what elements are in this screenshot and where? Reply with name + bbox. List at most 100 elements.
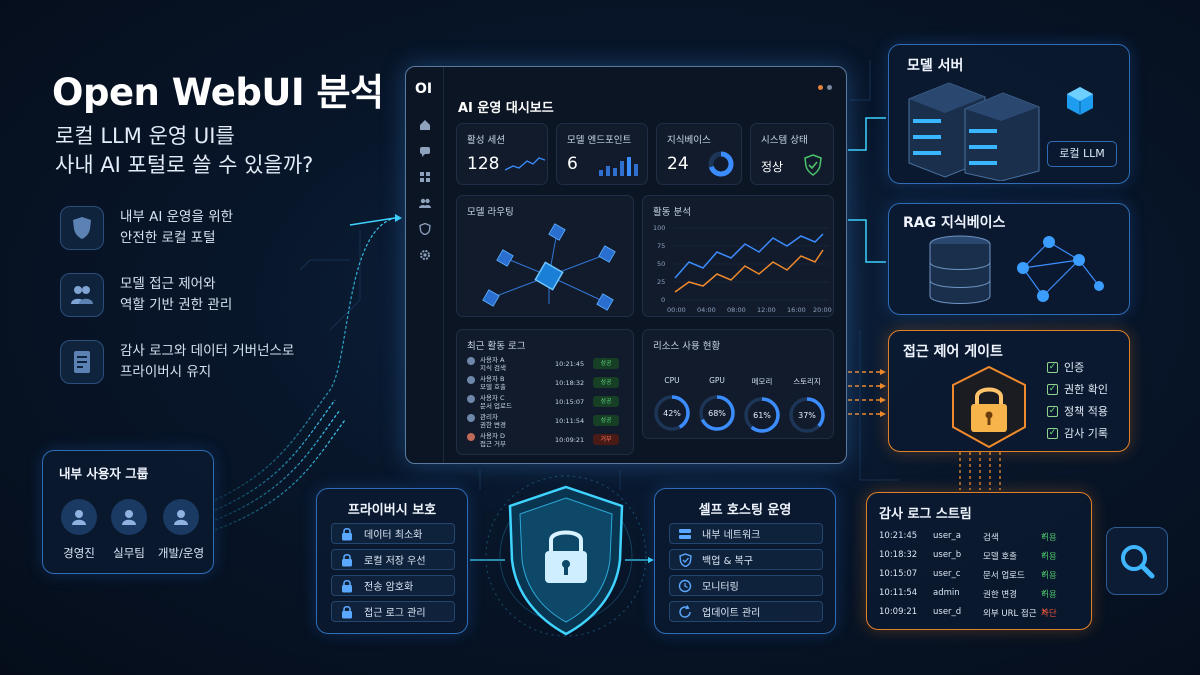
privacy-item[interactable]: 접근 로그 관리 <box>331 601 455 622</box>
selfhost-item-label: 업데이트 관리 <box>702 608 761 619</box>
page-title: Open WebUI 분석 <box>52 71 384 114</box>
check-authentication[interactable]: ✓인증 <box>1047 359 1084 375</box>
users-icon[interactable] <box>419 197 431 209</box>
search-button[interactable] <box>1106 527 1168 595</box>
audit-action: 모델 호출 <box>983 552 1017 562</box>
selfhost-item[interactable]: 업데이트 관리 <box>669 601 823 622</box>
check-label: 권한 확인 <box>1064 383 1108 396</box>
stat-card-endpoints[interactable]: 모델 엔드포인트 6 <box>556 123 648 185</box>
server-rack-icon <box>908 82 1040 181</box>
check-policy[interactable]: ✓정책 적용 <box>1047 403 1108 419</box>
selfhost-item[interactable]: 백업 & 복구 <box>669 549 823 570</box>
user-avatar-icon <box>467 414 475 422</box>
activity-series-blue <box>674 233 824 279</box>
audit-user: user_c <box>933 569 961 579</box>
check-permission[interactable]: ✓ 권한 확인 <box>1047 381 1108 397</box>
rag-title: RAG 지식베이스 <box>903 215 1006 231</box>
selfhost-item-label: 내부 네트워크 <box>702 530 761 541</box>
check-icon: ✓ <box>1041 569 1049 579</box>
user-avatar-icon <box>467 433 475 441</box>
search-icon <box>1121 545 1155 579</box>
stat-label: 지식베이스 <box>667 135 711 146</box>
privacy-item[interactable]: 데이터 최소화 <box>331 523 455 544</box>
checkbox-checked-icon: ✓ <box>1047 361 1058 373</box>
selfhost-item-label: 백업 & 복구 <box>702 556 753 567</box>
stat-card-sessions[interactable]: 활성 세션 128 <box>456 123 548 185</box>
selfhost-item[interactable]: 내부 네트워크 <box>669 523 823 544</box>
activity-title: 활동 분석 <box>653 207 691 218</box>
audit-time: 10:09:21 <box>879 607 918 617</box>
stat-label: 모델 엔드포인트 <box>567 135 632 146</box>
selfhost-item[interactable]: 모니터링 <box>669 575 823 596</box>
check-icon: ✓ <box>1041 531 1049 541</box>
gauge-ring: 42% <box>654 395 690 431</box>
privacy-item-label: 로컬 저장 우선 <box>364 556 426 567</box>
gauge-fill <box>789 397 825 433</box>
user-group-member[interactable]: 경영진 <box>53 499 105 561</box>
subtitle-line-2: 사내 AI 포털로 쓸 수 있을까? <box>55 153 314 177</box>
feature-line: 내부 AI 운영을 위한 <box>120 209 234 225</box>
model-server-panel: 모델 서버 로컬 LLM <box>888 44 1130 184</box>
log-action: 지식 검색 <box>480 364 506 372</box>
refresh-icon <box>678 604 692 619</box>
home-icon[interactable] <box>419 119 431 131</box>
routing-graph-icon <box>482 223 616 311</box>
gear-icon[interactable] <box>419 249 431 261</box>
window-controls[interactable] <box>814 75 832 94</box>
audit-title: 감사 로그 스트림 <box>879 507 972 522</box>
model-routing-card[interactable]: 모델 라우팅 <box>456 195 634 317</box>
privacy-item-label: 접근 로그 관리 <box>364 608 426 619</box>
privacy-item[interactable]: 전송 암호화 <box>331 575 455 596</box>
feature-line: 모델 접근 제어와 <box>120 276 216 292</box>
grid-icon[interactable] <box>419 171 431 183</box>
gauge-value: 42% <box>663 409 681 418</box>
chat-icon[interactable] <box>419 145 431 157</box>
shield-icon[interactable] <box>419 223 431 235</box>
log-time: 10:18:32 <box>555 379 585 387</box>
subtitle-line-1: 로컬 LLM 운영 UI를 <box>55 124 235 148</box>
user-group-member[interactable]: 개발/운영 <box>155 499 207 561</box>
member-label: 실무팀 <box>113 546 145 560</box>
audit-result-label: 허용 <box>1041 571 1057 581</box>
check-audit[interactable]: ✓감사 기록 <box>1047 425 1108 441</box>
stat-card-knowledge[interactable]: 지식베이스 24 <box>656 123 742 185</box>
activity-analysis-card[interactable]: 활동 분석 100 75 50 25 0 00:00 04:00 08:00 1… <box>642 195 834 317</box>
log-user-name: 사용자 B <box>480 375 505 383</box>
privacy-item[interactable]: 로컬 저장 우선 <box>331 549 455 570</box>
stat-card-system-status[interactable]: 시스템 상태 정상 <box>750 123 834 185</box>
y-tick-label: 75 <box>657 242 665 250</box>
log-user-name: 관리자 <box>480 413 498 421</box>
central-shield-icon <box>485 475 647 637</box>
activity-series-orange <box>674 249 824 293</box>
model-server-title: 모델 서버 <box>907 58 964 74</box>
page-subtitle: 로컬 LLM 운영 UI를 사내 AI 포털로 쓸 수 있을까? <box>55 122 385 180</box>
feature-line: 감사 로그와 데이터 거버넌스로 <box>120 343 295 359</box>
user-group-member[interactable]: 실무팀 <box>103 499 155 561</box>
x-tick-label: 20:00 <box>813 306 832 314</box>
audit-user: admin <box>933 588 960 598</box>
gauge-label: GPU <box>709 376 725 385</box>
privacy-item-label: 전송 암호화 <box>364 582 414 593</box>
log-action: 권한 변경 <box>480 421 506 429</box>
cross-icon: ✕ <box>1041 607 1049 617</box>
gauge-ring: 37% <box>789 397 825 433</box>
checkbox-checked-icon: ✓ <box>1047 383 1058 395</box>
member-label: 경영진 <box>63 546 95 560</box>
privacy-item-label: 데이터 최소화 <box>364 530 423 541</box>
local-llm-badge[interactable]: 로컬 LLM <box>1047 141 1117 167</box>
shield-icon <box>60 206 104 250</box>
